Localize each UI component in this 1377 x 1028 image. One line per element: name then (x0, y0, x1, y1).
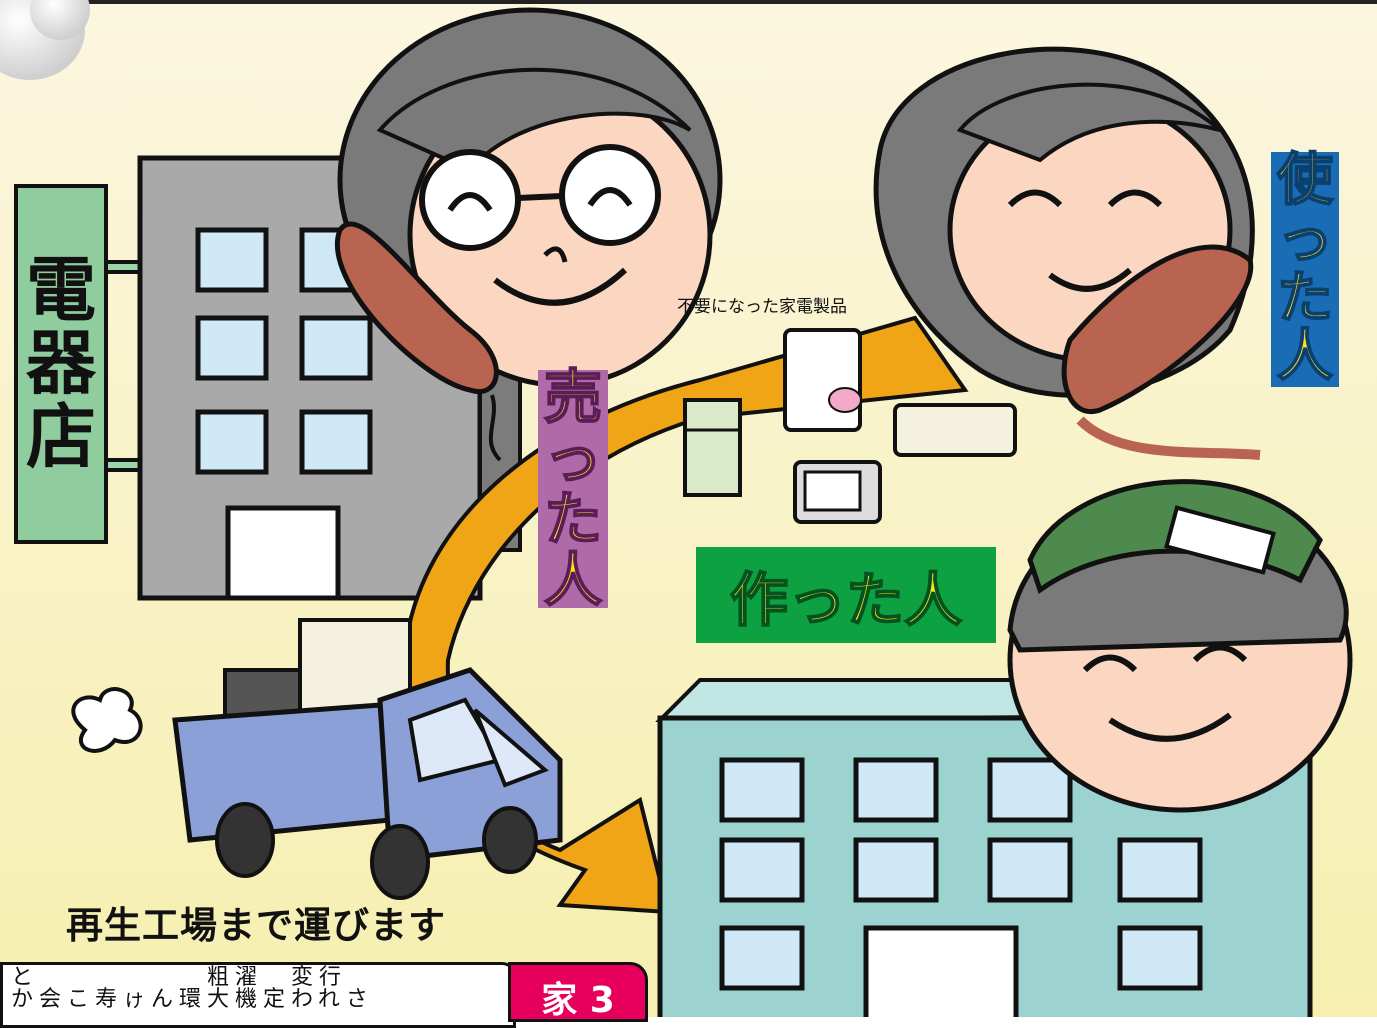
cloud-decoration (0, 0, 90, 80)
electronics-store-label: 電 器 店 (14, 184, 108, 544)
user-label-char: 使 (1276, 147, 1334, 213)
seller-character (335, 7, 723, 462)
recycling-factory-building (655, 678, 1314, 1017)
user-label: 使 っ た 人 (1271, 147, 1339, 390)
explanation-text-line: と 粗濯 変行 (11, 965, 348, 990)
user-label-char: っ (1276, 206, 1334, 272)
store-label-char: 店 (26, 395, 96, 478)
maker-character (1007, 479, 1353, 813)
seller-label-char: 売 (543, 363, 603, 432)
delivery-truck (71, 618, 563, 900)
seller-label: 売 っ た 人 (538, 363, 608, 614)
maker-label: 作った人 (696, 547, 996, 643)
explanation-text-box: と 粗濯 変行 か会こ寿ゖん環大機定われさ (0, 962, 516, 1028)
user-character (873, 46, 1261, 460)
seller-label-char: 人 (543, 545, 603, 614)
appliances-group (683, 328, 1017, 524)
appliances-caption: 不要になった家電製品 (677, 297, 847, 316)
section-badge: 家 3 (508, 962, 648, 1022)
store-label-char: 電 (26, 248, 96, 331)
seller-label-char: っ (543, 424, 603, 493)
user-label-char: た (1276, 265, 1334, 331)
seller-label-char: た (543, 485, 603, 553)
user-label-char: 人 (1276, 324, 1334, 390)
explanation-text-line: か会こ寿ゖん環大機定われさ (11, 987, 374, 1012)
transport-caption: 再生工場まで運びます (66, 904, 446, 947)
store-label-char: 器 (26, 322, 96, 405)
